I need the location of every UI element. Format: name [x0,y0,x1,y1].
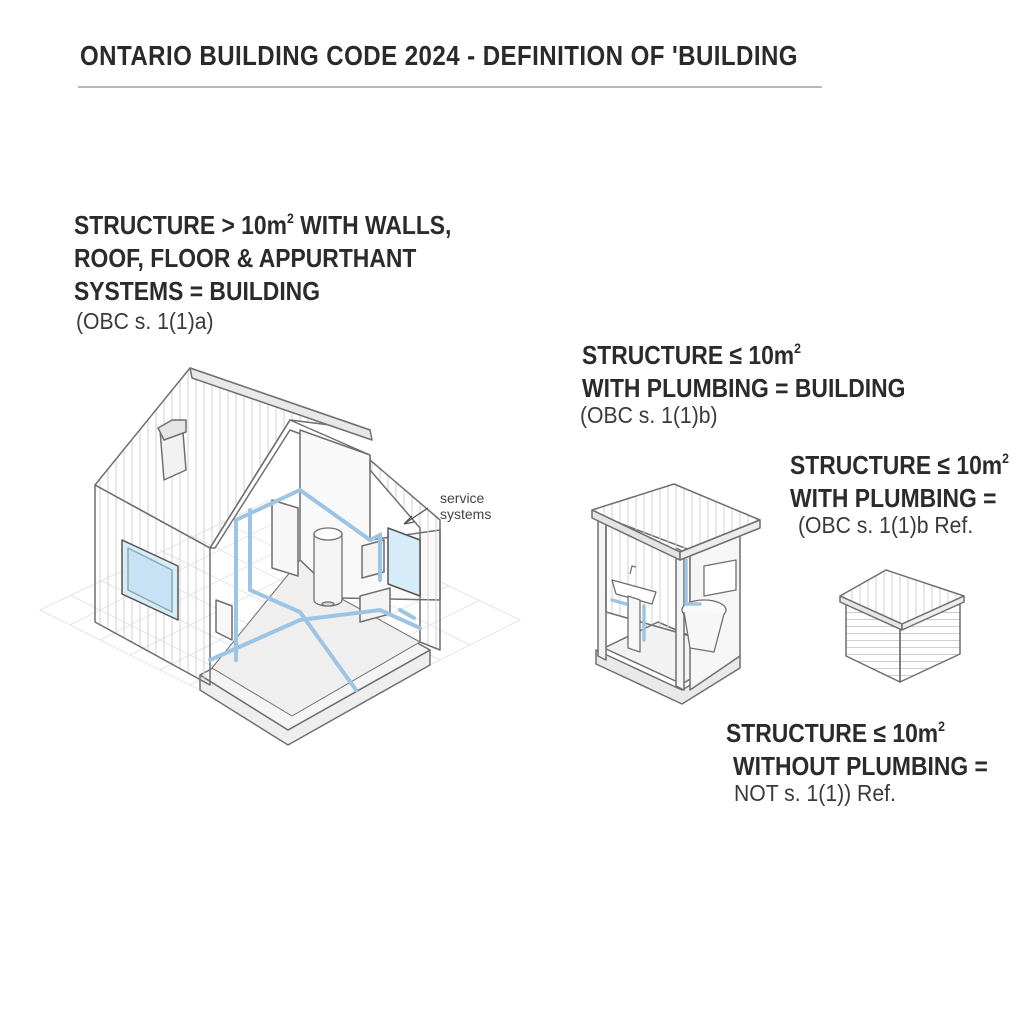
washroom-pipes [610,558,702,642]
washroom-repeat-label: STRUCTURE ≤ 10m2 WITH PLUMBING = [790,442,1009,515]
house-right-wall [369,459,441,651]
furnace-cabinet [271,499,299,577]
house-floor [211,559,421,717]
washroom-sink [611,565,657,653]
shed-illustration [839,569,965,683]
house-label-line1: STRUCTURE > 10m2 WITH WALLS, [74,210,452,240]
house-window-right [387,527,421,597]
shed-label-line1: STRUCTURE ≤ 10m2 [726,718,946,748]
washroom-ref: (OBC s. 1(1)b) [580,402,718,428]
washroom-repeat-label-line1: STRUCTURE ≤ 10m2 [790,450,1010,480]
washroom-illustration [591,483,761,705]
house-illustration [94,367,441,746]
house-label: STRUCTURE > 10m2 WITH WALLS, ROOF, FLOOR… [74,202,451,308]
washroom-label: STRUCTURE ≤ 10m2 WITH PLUMBING = BUILDIN… [582,332,905,405]
washroom-front-post [675,547,685,691]
washroom-repeat-label-line2: WITH PLUMBING = [790,483,997,513]
callout-line1: service [440,490,485,506]
title-divider [78,86,822,88]
callout-arrow [403,507,429,525]
shed-label-line2: WITHOUT PLUMBING = [733,751,988,781]
washroom-base [595,649,741,705]
shed-ref: NOT s. 1(1)) Ref. [734,780,896,806]
water-heater [313,527,343,607]
house-label-line2: ROOF, FLOOR & APPURTHANT [74,243,417,273]
house-pipes [208,487,422,692]
washroom-repeat-ref: (OBC s. 1(1)b Ref. [798,512,974,538]
washroom-left-post [597,515,607,661]
callout-line2: systems [440,506,492,522]
shed-label: STRUCTURE ≤ 10m2 WITHOUT PLUMBING = [726,710,988,783]
page-title: ONTARIO BUILDING CODE 2024 - DEFINITION … [80,40,798,71]
house-label-line3: SYSTEMS = BUILDING [74,276,321,306]
washroom-label-line1: STRUCTURE ≤ 10m2 [582,340,802,370]
house-ref: (OBC s. 1(1)a) [76,308,214,334]
house-toilet [215,599,233,641]
washroom-label-line2: WITH PLUMBING = BUILDING [582,373,906,403]
service-systems-callout: service systems [440,490,491,522]
